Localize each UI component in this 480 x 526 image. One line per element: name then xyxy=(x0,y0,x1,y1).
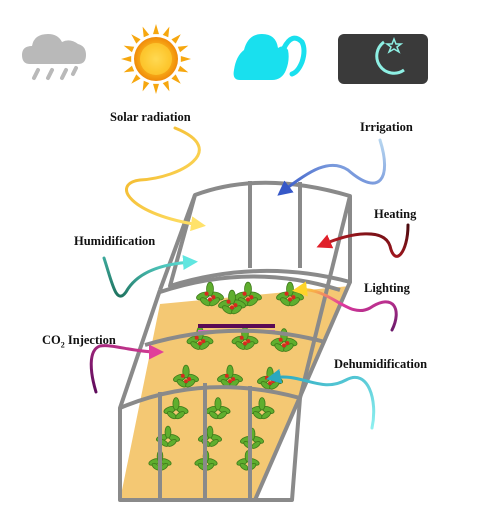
co2-injection-suffix: Injection xyxy=(64,333,116,347)
sun-ray xyxy=(153,24,159,35)
sun-icon xyxy=(121,24,191,94)
sun-ray xyxy=(177,65,189,73)
sun-ray xyxy=(131,34,141,44)
sun-ray xyxy=(123,65,135,73)
sun-ray xyxy=(162,80,170,92)
sun-ray xyxy=(131,74,141,84)
dehumidification-label: Dehumidification xyxy=(334,357,428,371)
plant xyxy=(163,397,189,420)
dehumidification-arrow xyxy=(266,368,376,430)
moon-star-icon xyxy=(338,34,428,84)
solar-radiation-arrow xyxy=(125,126,206,232)
plant xyxy=(173,364,199,388)
plant xyxy=(196,281,224,307)
sun-ray xyxy=(162,26,170,38)
cloud-icon xyxy=(233,34,307,80)
sun-ray xyxy=(142,80,150,92)
irrigation-arrow xyxy=(277,138,387,196)
humidification-label: Humidification xyxy=(74,234,156,248)
heating-arrow xyxy=(316,223,410,258)
sun-ray xyxy=(121,56,132,62)
solar-radiation-label: Solar radiation xyxy=(110,110,191,124)
greenhouse xyxy=(118,180,352,502)
plant xyxy=(234,281,262,307)
co2-injection-prefix: CO xyxy=(42,333,61,347)
lighting-label: Lighting xyxy=(364,281,410,295)
lighting-arrow xyxy=(292,281,398,332)
rain-cloud-icon xyxy=(22,34,86,80)
humidification-arrow xyxy=(102,255,198,298)
co2-injection-subscript: 2 xyxy=(60,340,65,350)
co2-injection-label: CO2 Injection xyxy=(42,333,116,350)
sun-ray xyxy=(171,74,181,84)
plant xyxy=(205,397,231,420)
co2-injection-arrow xyxy=(89,344,164,394)
sun-ray xyxy=(177,45,189,53)
sun-ray xyxy=(123,45,135,53)
plant xyxy=(218,289,246,315)
sun-ray xyxy=(142,26,150,38)
sun-ray xyxy=(180,56,191,62)
sun-ray xyxy=(171,34,181,44)
sun-ray xyxy=(153,83,159,94)
irrigation-label: Irrigation xyxy=(360,120,413,134)
heating-label: Heating xyxy=(374,207,417,221)
